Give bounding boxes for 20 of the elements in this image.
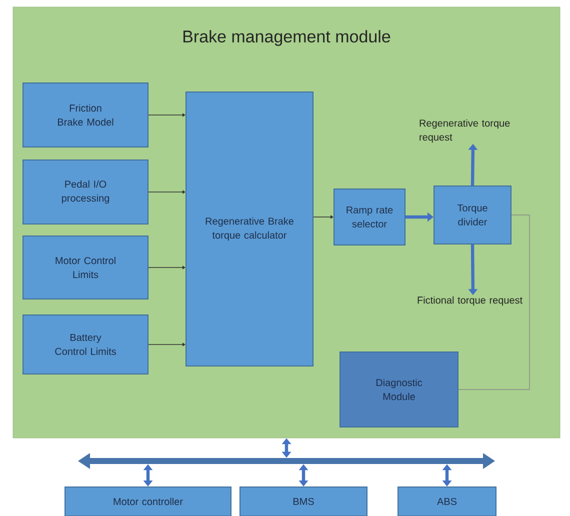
process-box: Motor Control Limits xyxy=(22,236,148,300)
output-label: Fictional torque request xyxy=(418,296,523,306)
connector-line xyxy=(458,214,530,390)
process-box: Regenerative Brake torque calculator xyxy=(186,92,314,366)
arrow xyxy=(313,215,334,219)
process-box: Motor controller xyxy=(64,486,232,516)
process-box: Torque divider xyxy=(434,185,512,244)
arrow xyxy=(148,342,186,346)
process-box: Diagnostic Module xyxy=(340,351,458,428)
arrow xyxy=(148,113,186,117)
process-box: ABS xyxy=(398,486,496,516)
process-box: Friction Brake Model xyxy=(22,82,148,148)
process-box: Battery Control Limits xyxy=(22,314,148,374)
arrow xyxy=(148,266,186,270)
arrow xyxy=(148,190,186,194)
process-box: BMS xyxy=(240,486,368,516)
process-box: Pedal I/O processing xyxy=(22,160,148,224)
bus-bar xyxy=(78,452,495,469)
output-label: Regenerative torque request xyxy=(420,119,510,143)
process-box: Ramp rate selector xyxy=(334,188,406,246)
